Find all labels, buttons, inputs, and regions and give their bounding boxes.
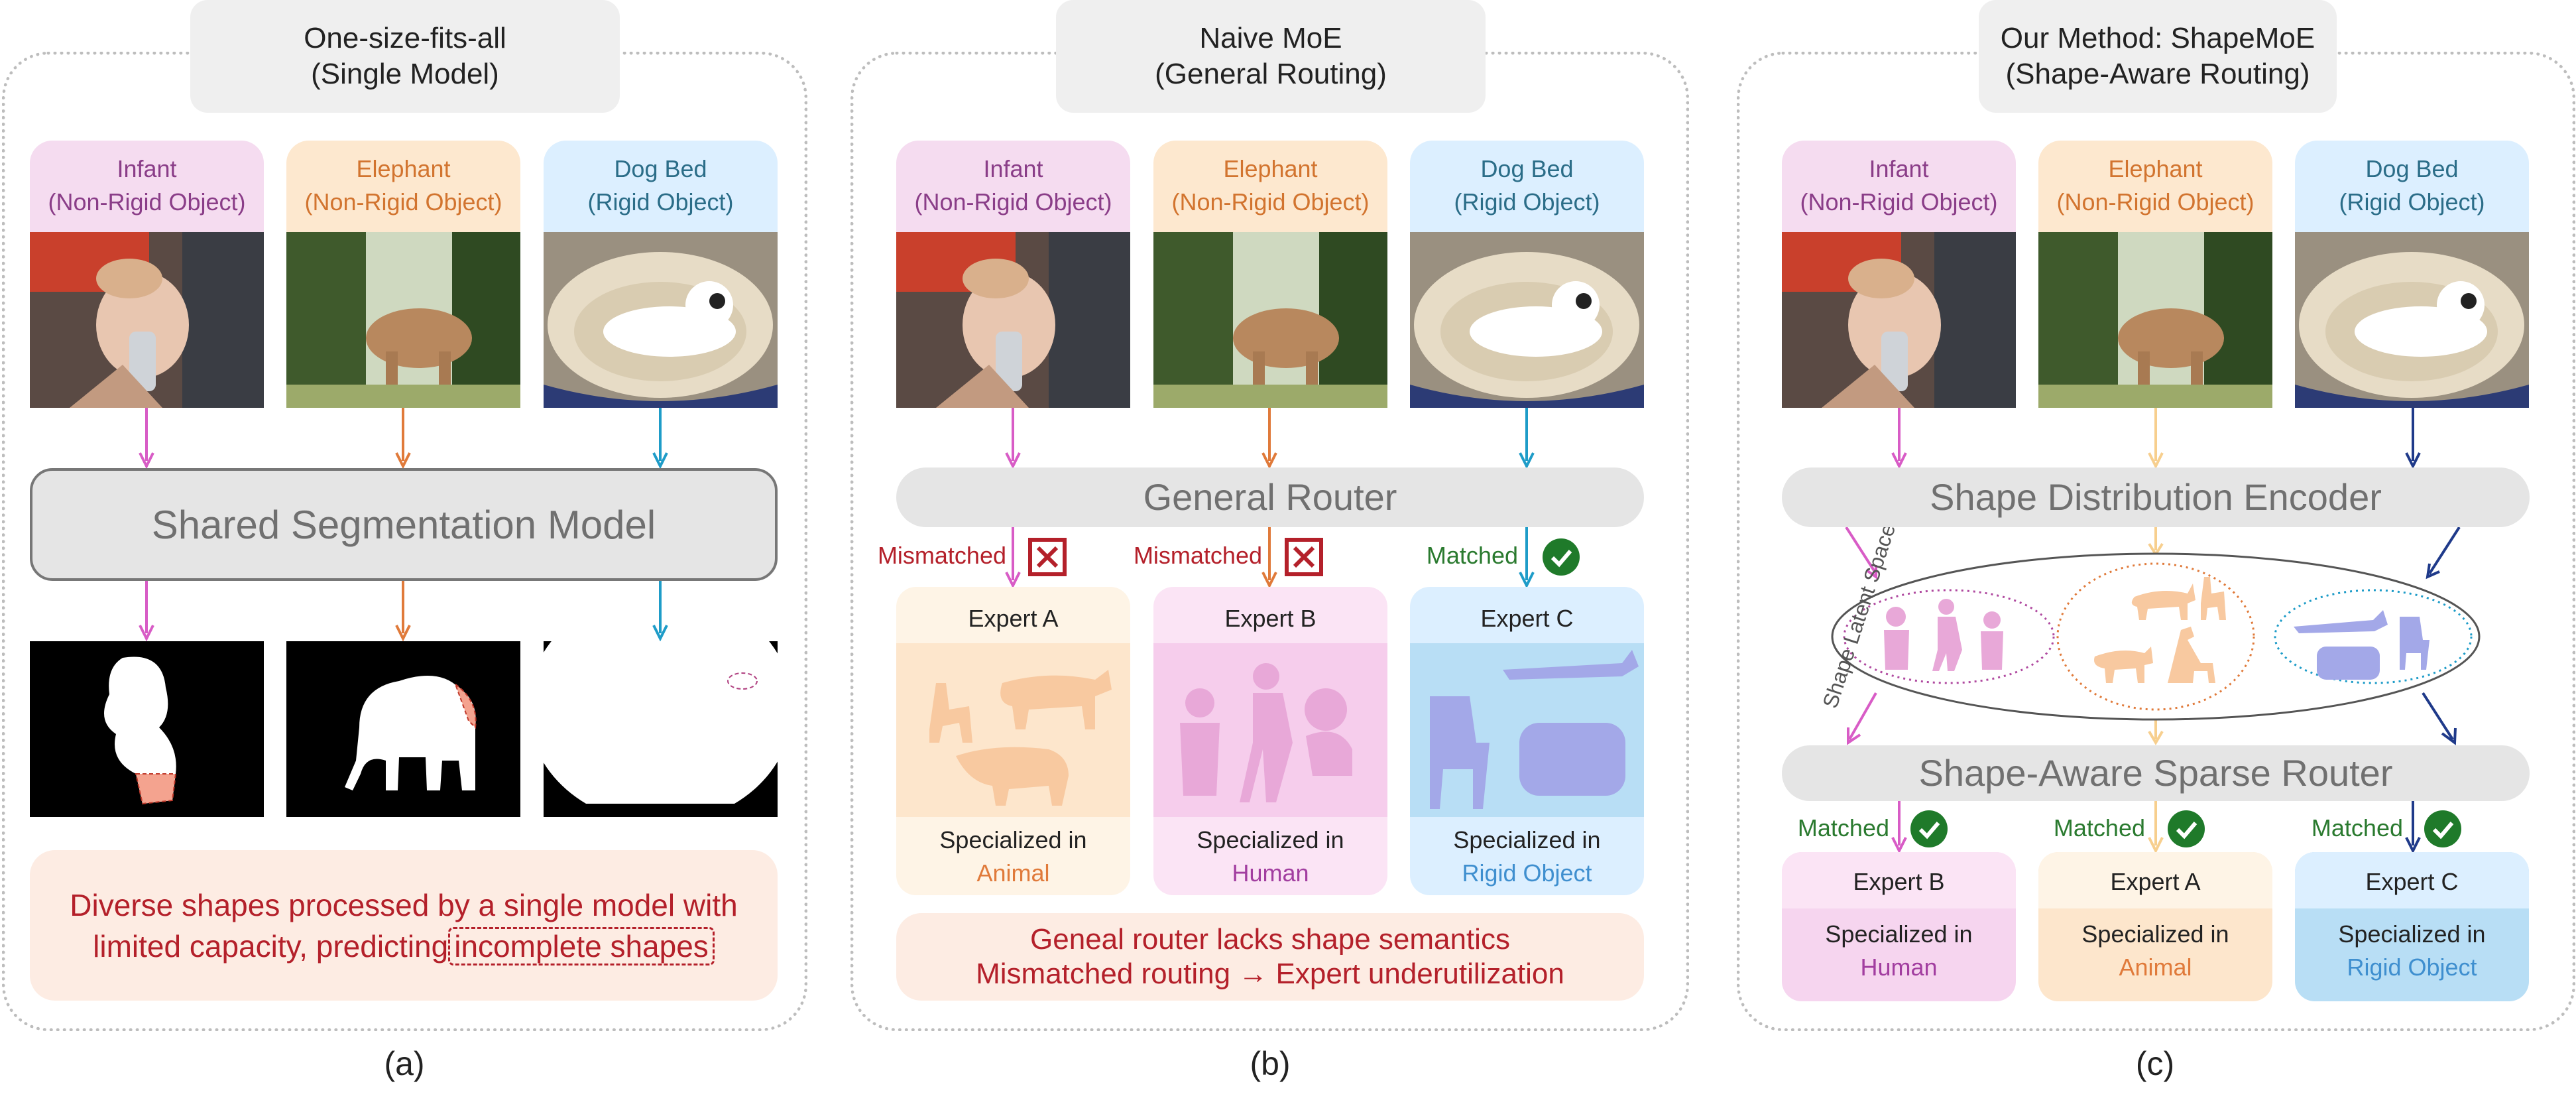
expert-c-b: Expert C Specialized in Rigid Object: [1410, 587, 1644, 895]
photo-infant-c: [1782, 232, 2016, 408]
photo-elephant: [286, 232, 520, 408]
panel-b-subtitle: (General Routing): [1155, 58, 1387, 90]
photo-dog-bed-b: [1410, 232, 1644, 408]
status-mismatched-1: Mismatched: [877, 542, 1006, 569]
animal-silhouettes: [896, 643, 1130, 817]
status-matched-c3: Matched: [2311, 814, 2403, 841]
input-label-dog-bed-c: Dog Bed(Rigid Object): [2295, 141, 2529, 232]
panel-c-diagram: Shape Latent Space: [1818, 408, 2481, 854]
photo-elephant-b: [1153, 232, 1387, 408]
incomplete-shapes-highlight: incomplete shapes: [448, 927, 715, 965]
expert-a-b: Expert A Specialized in Animal: [896, 587, 1130, 895]
expert-b-c: Expert B Specialized in Human: [1782, 852, 2016, 1001]
input-label-dog-bed: Dog Bed(Rigid Object): [544, 141, 778, 232]
status-matched-b: Matched: [1426, 542, 1518, 569]
input-label-elephant-b: Elephant(Non-Rigid Object): [1153, 141, 1387, 232]
panel-b-note: Geneal router lacks shape semantics Mism…: [896, 913, 1644, 1001]
photo-infant: [30, 232, 264, 408]
panel-c-title: Our Method: ShapeMoE: [2000, 22, 2315, 54]
input-label-elephant-c: Elephant(Non-Rigid Object): [2038, 141, 2272, 232]
photo-infant-b: [896, 232, 1130, 408]
panel-b-header: Naive MoE (General Routing): [1056, 0, 1486, 113]
mask-elephant: [286, 641, 520, 817]
panel-a-subtitle: (Single Model): [311, 58, 499, 90]
expert-a-c: Expert A Specialized in Animal: [2038, 852, 2272, 1001]
animal-cluster: [2056, 562, 2255, 711]
input-label-infant-b: Infant(Non-Rigid Object): [896, 141, 1130, 232]
input-label-infant-c: Infant(Non-Rigid Object): [1782, 141, 2016, 232]
general-router: General Router: [896, 467, 1644, 527]
caption-b: (b): [1250, 1045, 1291, 1082]
mask-infant: [30, 641, 264, 817]
shape-aware-sparse-router: Shape-Aware Sparse Router: [1782, 745, 2530, 801]
check-circle-icon: [2424, 810, 2461, 847]
cross-box-icon: [1028, 538, 1067, 576]
check-circle-icon: [1910, 810, 1948, 847]
cross-box-icon: [1285, 538, 1323, 576]
shape-distribution-encoder: Shape Distribution Encoder: [1782, 467, 2530, 527]
shared-segmentation-model: Shared Segmentation Model: [30, 468, 778, 581]
photo-dog-bed-c: [2295, 232, 2529, 408]
panel-c-subtitle: (Shape-Aware Routing): [2005, 58, 2310, 90]
input-label-elephant: Elephant(Non-Rigid Object): [286, 141, 520, 232]
caption-c: (c): [2135, 1045, 2175, 1082]
check-circle-icon: [1543, 538, 1580, 576]
status-matched-c2: Matched: [2053, 814, 2145, 841]
status-mismatched-2: Mismatched: [1133, 542, 1262, 569]
panel-a-header: One-size-fits-all (Single Model): [190, 0, 620, 113]
expert-b-b: Expert B Specialized in Human: [1153, 587, 1387, 895]
status-matched-c1: Matched: [1797, 814, 1889, 841]
rigid-object-silhouettes: [1410, 643, 1644, 817]
expert-c-c: Expert C Specialized in Rigid Object: [2295, 852, 2529, 1001]
check-circle-icon: [2168, 810, 2205, 847]
arrows-a-top: [139, 408, 668, 642]
panel-c-header: Our Method: ShapeMoE (Shape-Aware Routin…: [1979, 0, 2337, 113]
panel-a-note: Diverse shapes processed by a single mod…: [30, 850, 778, 1001]
input-label-dog-bed-b: Dog Bed(Rigid Object): [1410, 141, 1644, 232]
arrows-b: [1005, 408, 1535, 589]
input-label-infant: Infant(Non-Rigid Object): [30, 141, 264, 232]
shape-latent-ellipse: [1831, 552, 2481, 721]
panel-b-title: Naive MoE: [1199, 22, 1342, 54]
caption-a: (a): [384, 1045, 425, 1082]
photo-elephant-c: [2038, 232, 2272, 408]
mask-dog-bed: [544, 641, 778, 817]
panel-a-title: One-size-fits-all: [304, 22, 506, 54]
photo-dog-bed: [544, 232, 778, 408]
human-cluster: [1843, 589, 2055, 684]
rigid-cluster: [2274, 589, 2473, 684]
human-silhouettes: [1153, 643, 1387, 817]
